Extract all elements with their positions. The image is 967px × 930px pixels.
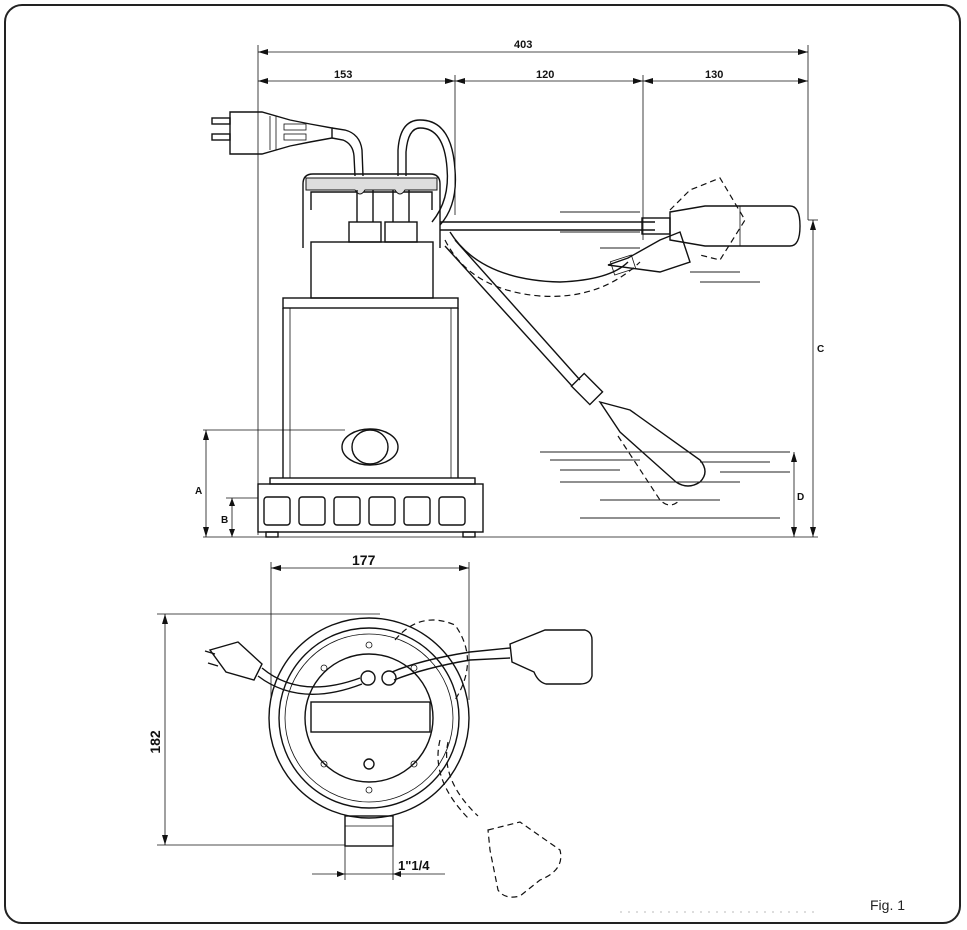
dim-130-label: 130 [705,69,723,81]
dim-outlet-label: 1"1/4 [398,858,430,873]
motor-cap [310,241,434,299]
dim-c-label: C [817,344,824,355]
float-cables [440,221,655,387]
dim-182-label: 182 [147,730,163,754]
pump-handle [302,173,441,248]
float-switch-top [641,177,801,261]
dimension-top-width: 177 [270,552,470,700]
pump-body [203,297,476,485]
top-plug [204,641,363,695]
dimension-overall-width: 403 [257,39,809,220]
dimension-segments: 153 120 130 [258,69,808,240]
dim-120-label: 120 [536,69,554,81]
cable-loop [397,119,457,226]
dimension-heights-left: A B [195,430,258,537]
dim-d-label: D [797,492,804,503]
float-switch-lower [570,372,706,506]
dim-153-label: 153 [334,69,352,81]
figure-label: Fig. 1 [870,897,906,913]
dimension-top-height: 182 [147,613,380,846]
drawing-frame [4,4,961,924]
outlet-pipe: 1"1/4 [312,815,445,880]
power-plug [211,111,364,177]
float-switch-middle [607,231,691,276]
pump-base [203,483,818,538]
water-lines [540,211,790,519]
dim-b-label: B [221,515,228,526]
dim-a-label: A [195,486,202,497]
top-float [391,619,593,898]
dim-403-label: 403 [514,39,532,51]
dim-177-label: 177 [352,552,376,568]
top-view: 177 182 [147,552,820,913]
pump-top-housing [268,617,470,819]
side-view: 403 153 120 130 [195,39,824,538]
dimension-heights-right: C D [791,219,824,537]
